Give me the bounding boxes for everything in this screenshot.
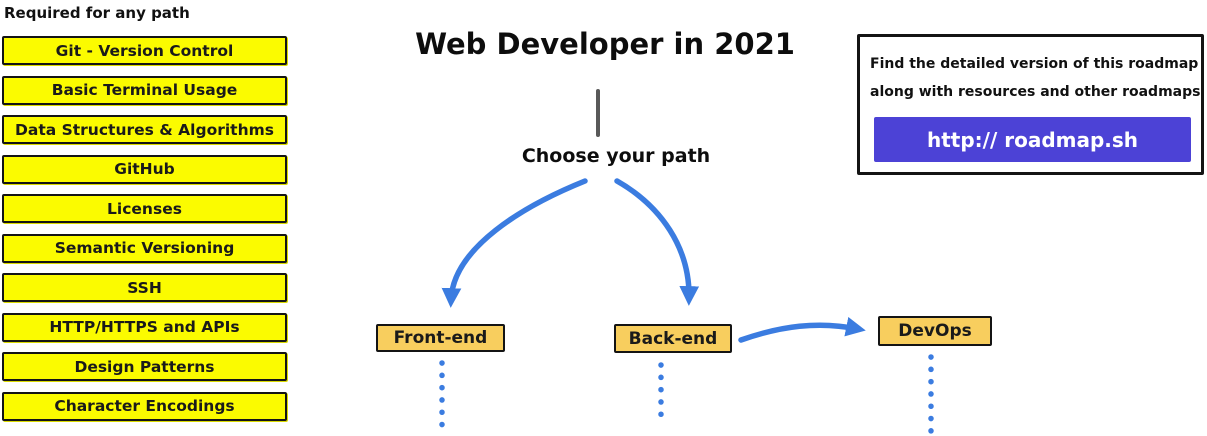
- required-node-licenses[interactable]: Licenses: [2, 194, 287, 223]
- required-node-git[interactable]: Git - Version Control: [2, 36, 287, 65]
- required-node-design-patterns[interactable]: Design Patterns: [2, 352, 287, 381]
- required-node-terminal[interactable]: Basic Terminal Usage: [2, 75, 287, 105]
- required-node-ssh[interactable]: SSH: [2, 273, 287, 302]
- required-node-encodings[interactable]: Character Encodings: [2, 391, 287, 421]
- arrow-to-backend: [614, 178, 700, 306]
- choose-path-label: Choose your path: [521, 145, 711, 167]
- path-node-devops[interactable]: DevOps: [878, 316, 992, 346]
- arrow-to-frontend: [441, 178, 588, 308]
- required-section-heading: Required for any path: [4, 4, 190, 22]
- required-node-http[interactable]: HTTP/HTTPS and APIs: [2, 312, 287, 342]
- info-box: Find the detailed version of this roadma…: [857, 34, 1204, 175]
- path-node-frontend[interactable]: Front-end: [376, 324, 505, 352]
- title-stem-line: [596, 89, 600, 137]
- required-node-semver[interactable]: Semantic Versioning: [2, 233, 287, 263]
- required-node-github[interactable]: GitHub: [2, 154, 287, 184]
- page-title: Web Developer in 2021: [415, 27, 795, 61]
- info-box-line2: along with resources and other roadmaps: [870, 84, 1201, 100]
- path-node-backend[interactable]: Back-end: [614, 324, 732, 353]
- required-node-dsa[interactable]: Data Structures & Algorithms: [2, 115, 287, 144]
- arrow-backend-to-devops: [738, 316, 866, 343]
- info-box-line1: Find the detailed version of this roadma…: [870, 56, 1199, 72]
- roadmap-link-button[interactable]: http:// roadmap.sh: [874, 117, 1191, 162]
- required-node-list: Git - Version Control Basic Terminal Usa…: [2, 36, 287, 421]
